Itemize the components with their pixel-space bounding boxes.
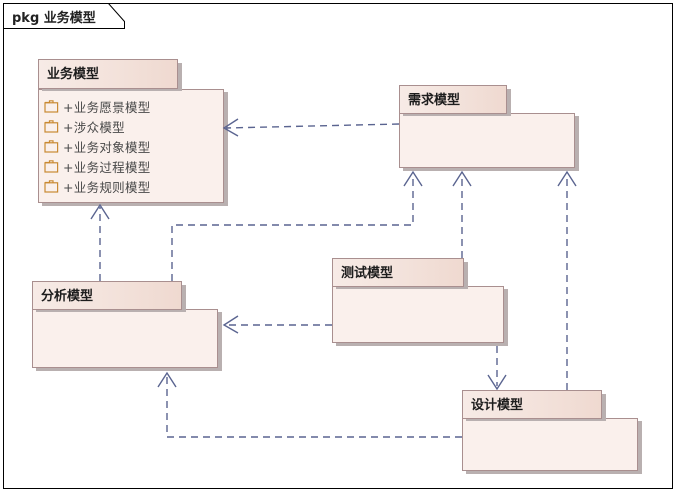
package-body: [332, 286, 504, 343]
package-item-label: +业务过程模型: [63, 159, 151, 175]
package-item-label: +涉众模型: [63, 119, 125, 135]
package-body: [399, 113, 575, 168]
package-test-model[interactable]: 测试模型: [332, 258, 508, 346]
package-title: 需求模型: [408, 93, 461, 108]
package-body: [32, 309, 218, 368]
package-item[interactable]: +业务愿景模型: [44, 96, 151, 116]
package-tabbar: 需求模型: [399, 85, 507, 114]
package-tabbar: 设计模型: [462, 390, 602, 419]
package-title: 分析模型: [41, 289, 94, 304]
folder-icon: [44, 119, 59, 133]
package-tabbar: 测试模型: [332, 258, 464, 287]
folder-icon: [44, 139, 59, 153]
package-body: [462, 418, 638, 471]
package-frame-tab: pkg 业务模型: [3, 3, 125, 29]
package-requirement-model[interactable]: 需求模型: [399, 85, 579, 171]
package-item[interactable]: +业务规则模型: [44, 176, 151, 196]
package-tabbar: 业务模型: [38, 59, 178, 89]
folder-icon: [44, 179, 59, 193]
package-item-list: +业务愿景模型 +涉众模型 +业务对象模型: [38, 91, 151, 196]
package-item-label: +业务愿景模型: [63, 99, 151, 115]
folder-icon: [44, 99, 59, 113]
package-business-model[interactable]: 业务模型 +业务愿景模型 +涉众模型: [38, 59, 228, 206]
package-item-label: +业务对象模型: [63, 139, 151, 155]
package-frame-tab-shape: [3, 3, 125, 29]
package-tabbar: 分析模型: [32, 281, 182, 310]
package-title: 业务模型: [47, 67, 100, 82]
package-item-label: +业务规则模型: [63, 179, 151, 195]
package-item[interactable]: +业务对象模型: [44, 136, 151, 156]
package-title: 测试模型: [341, 266, 394, 281]
package-item[interactable]: +业务过程模型: [44, 156, 151, 176]
package-frame-tab-label: pkg 业务模型: [12, 11, 96, 26]
package-item[interactable]: +涉众模型: [44, 116, 151, 136]
package-design-model[interactable]: 设计模型: [462, 390, 642, 476]
package-analysis-model[interactable]: 分析模型: [32, 281, 222, 371]
folder-icon: [44, 159, 59, 173]
package-title: 设计模型: [471, 398, 524, 413]
